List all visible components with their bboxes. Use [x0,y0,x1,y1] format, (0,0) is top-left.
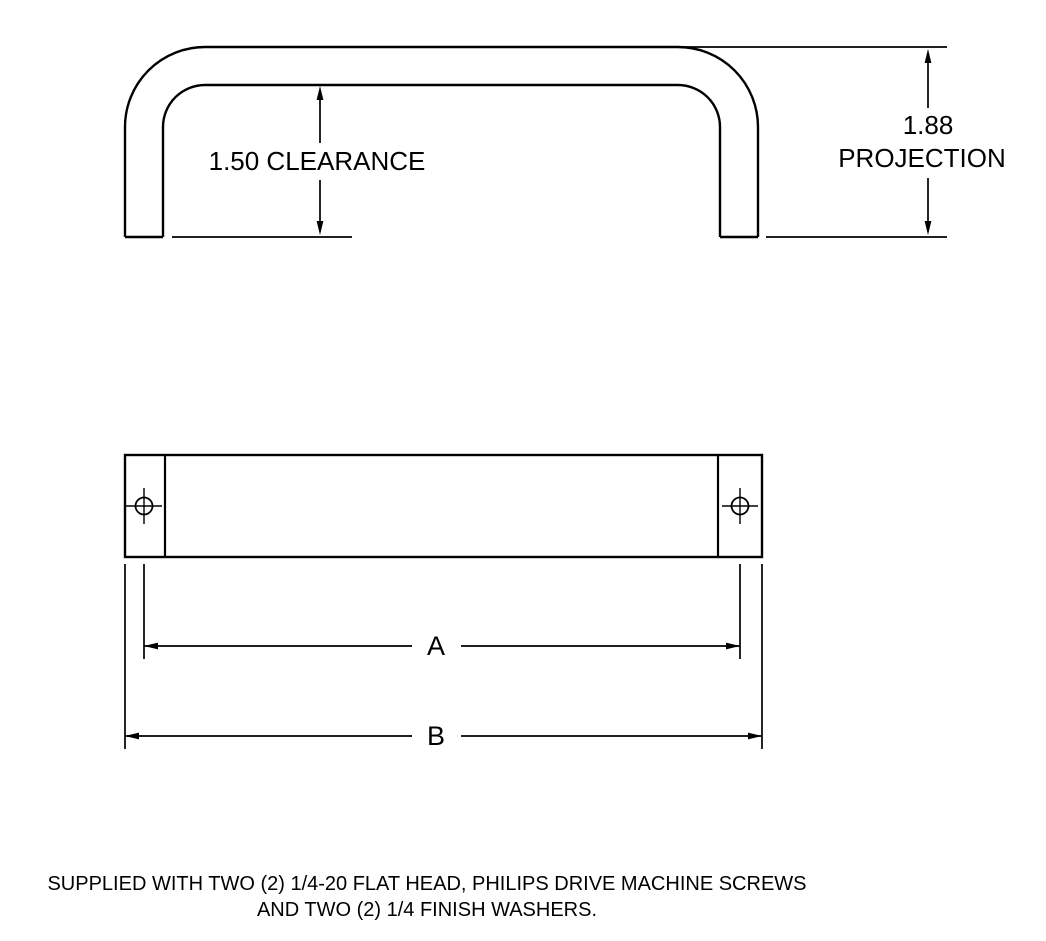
handle-inner-profile [161,83,722,237]
dim-a-arrow-left [144,642,158,650]
note-line-1: SUPPLIED WITH TWO (2) 1/4-20 FLAT HEAD, … [47,873,806,895]
front-view: 1.50 CLEARANCE 1.88 PROJECTION [123,45,1006,239]
handle-outer-profile [123,45,760,237]
clearance-arrow-down [316,221,324,235]
right-hole-centerlines [722,488,758,524]
note-line-2: AND TWO (2) 1/4 FINISH WASHERS. [257,899,597,921]
projection-dimension-label: PROJECTION [838,143,1006,173]
projection-dimension-value: 1.88 [903,110,954,140]
dim-b-arrow-right [748,732,762,740]
dim-a-label: A [427,631,445,661]
clearance-dimension-label: 1.50 CLEARANCE [209,146,426,176]
supply-notes: SUPPLIED WITH TWO (2) 1/4-20 FLAT HEAD, … [47,873,806,921]
clearance-arrow-up [316,86,324,100]
dim-a-arrow-right [726,642,740,650]
dim-a-extension-lines [143,564,741,659]
dim-b-arrow-left [125,732,139,740]
projection-arrow-up [924,49,932,63]
dim-b-label: B [427,721,445,751]
dim-b-extension-lines [124,564,763,749]
projection-arrow-down [924,221,932,235]
left-hole-centerlines [126,488,162,524]
handle-plan-outline [123,453,764,559]
plan-view: A B [123,453,764,751]
